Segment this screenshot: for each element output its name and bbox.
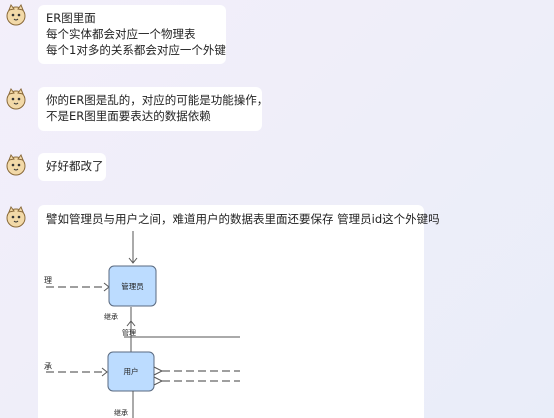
diagram-label-li: 理 <box>44 276 52 285</box>
diagram-label-cheng: 承 <box>44 362 52 371</box>
message-bubble-4: 譬如管理员与用户之间，难道用户的数据表里面还要保存 管理员id这个外键吗 理 管… <box>38 205 440 418</box>
entity-admin <box>108 265 157 307</box>
diagram-label-inherit: 继承 <box>114 408 128 417</box>
message-bubble-3: 好好都改了 <box>38 153 106 181</box>
crowfoot-marker <box>101 367 108 377</box>
cat-avatar-icon[interactable] <box>4 87 28 111</box>
cat-avatar-icon[interactable] <box>4 3 28 27</box>
message-line: 每个实体都会对应一个物理表 <box>46 27 196 41</box>
crowfoot-marker <box>153 376 164 386</box>
entity-admin-label: 管理员 <box>121 281 144 291</box>
message-bubble-1: ER图里面 每个实体都会对应一个物理表 每个1对多的关系都会对应一个外键 <box>38 5 226 64</box>
diagram-label-inherit: 继承 <box>104 312 118 321</box>
message-line: 好好都改了 <box>46 159 104 173</box>
cat-avatar-icon[interactable] <box>4 205 28 229</box>
cat-avatar-icon[interactable] <box>4 153 28 177</box>
message-line: 你的ER图是乱的，对应的可能是功能操作， <box>46 93 269 107</box>
entity-user-label: 用户 <box>124 366 139 376</box>
message-bubble-2: 你的ER图是乱的，对应的可能是功能操作， 不是ER图里面要表达的数据依赖 <box>38 87 269 131</box>
message-line: 譬如管理员与用户之间，难道用户的数据表里面还要保存 管理员id这个外键吗 <box>46 212 440 226</box>
entity-user <box>107 351 155 392</box>
message-line: ER图里面 <box>46 11 96 25</box>
message-line: 每个1对多的关系都会对应一个外键 <box>46 43 226 57</box>
arrow-marker <box>126 320 136 327</box>
er-diagram-image[interactable]: 理 管理员 继承 管理 承 用户 继承 <box>38 231 424 418</box>
message-line: 不是ER图里面要表达的数据依赖 <box>46 109 211 123</box>
crowfoot-marker <box>128 257 138 264</box>
diagram-label-manage: 管理 <box>122 328 136 337</box>
crowfoot-marker <box>153 366 164 376</box>
crowfoot-marker <box>103 282 110 292</box>
